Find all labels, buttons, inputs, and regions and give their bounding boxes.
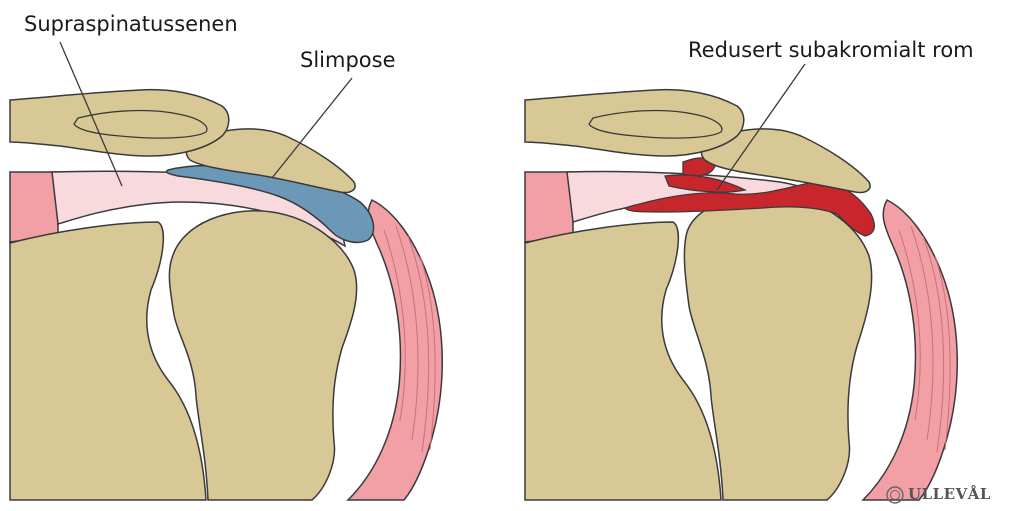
bursa-label: Slimpose [300,50,396,71]
supraspinatus-label: Supraspinatussenen [24,14,238,35]
ulleval-logo: ULLEVÅL [884,484,1010,511]
right-supraspinatus-muscle [525,172,573,242]
right-shoulder [525,64,957,500]
left-clavicle [10,90,229,156]
right-clavicle [525,90,744,156]
ulleval-logo-text: ULLEVÅL [908,485,991,503]
reduced-space-label: Redusert subakromialt rom [688,40,974,61]
left-supraspinatus-muscle [10,172,58,242]
left-shoulder [10,42,442,500]
ulleval-emblem-icon [886,486,904,504]
